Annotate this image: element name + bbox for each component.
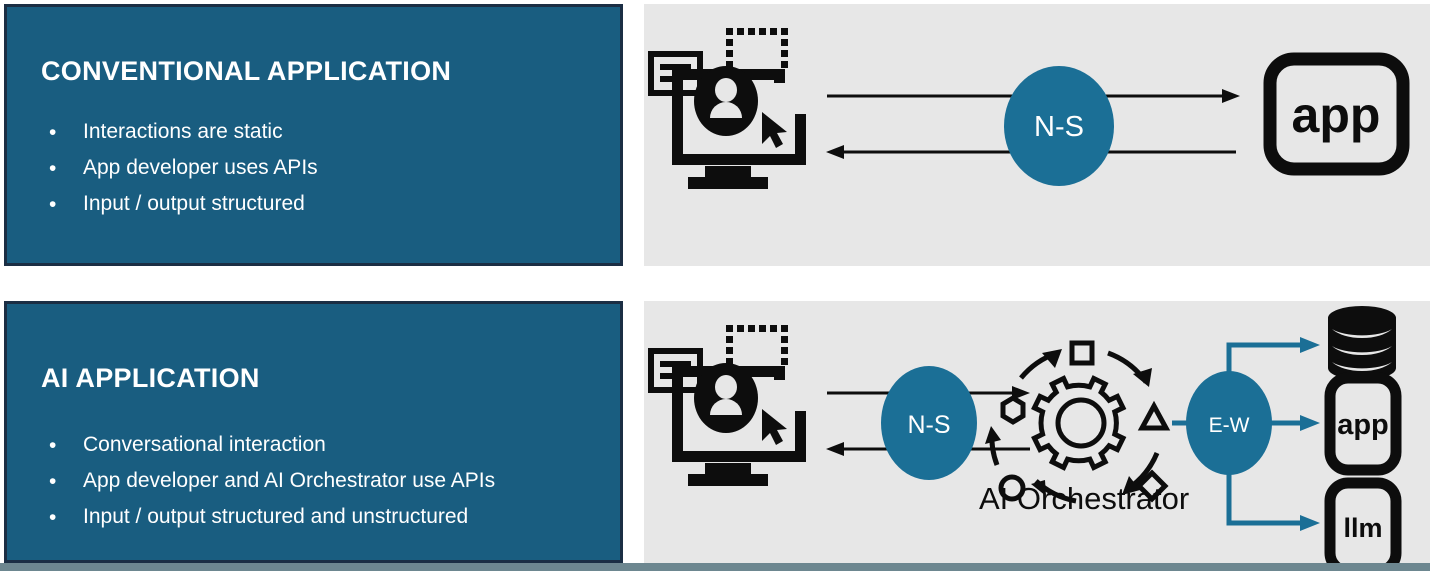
- bullet-glyph: •: [49, 121, 57, 145]
- content-card: [648, 51, 703, 96]
- hub-north-south: N-S: [881, 366, 977, 480]
- cursor-icon: [762, 409, 787, 445]
- response-arrowhead: [826, 442, 844, 456]
- user-monitor-icon: [648, 325, 806, 486]
- list-item: • Conversational interaction: [41, 434, 586, 470]
- avatar: [694, 363, 758, 433]
- page-title: CONVENTIONAL APPLICATION: [41, 56, 452, 86]
- orbit-circle: [998, 474, 1026, 502]
- app-tile-label: app: [1292, 87, 1381, 143]
- bullet-glyph: •: [49, 193, 57, 217]
- orbit-diamond: [1135, 469, 1169, 503]
- hub-label: N-S: [1034, 111, 1084, 143]
- list-item-label: App developer uses APIs: [83, 156, 318, 180]
- gear-cycle-icon: [985, 340, 1171, 504]
- list-item-label: Input / output structured and unstructur…: [83, 505, 469, 529]
- hub-east-west: E-W: [1186, 371, 1272, 475]
- list-item: • Interactions are static: [41, 121, 586, 157]
- conventional-diagram-panel: N-S app: [644, 4, 1430, 266]
- avatar: [694, 66, 758, 136]
- content-card: [648, 348, 703, 393]
- database-icon: [1328, 306, 1396, 380]
- ai-bullet-list: • Conversational interaction • App devel…: [41, 434, 586, 542]
- gear-icon: [1031, 375, 1127, 471]
- section-ai: AI APPLICATION • Conversational interact…: [0, 301, 1430, 563]
- bullet-glyph: •: [49, 470, 57, 494]
- request-arrowhead: [1222, 89, 1240, 103]
- request-arrowhead: [1012, 386, 1030, 400]
- app-tile-label: app: [1337, 409, 1389, 441]
- user-monitor-icon: [648, 28, 806, 189]
- list-item: • Input / output structured: [41, 193, 586, 229]
- list-item: • Input / output structured and unstruct…: [41, 506, 586, 542]
- orchestrator-label: AI Orchestrator: [979, 481, 1189, 516]
- list-item: • App developer uses APIs: [41, 157, 586, 193]
- hub-label: N-S: [907, 411, 950, 439]
- app-tile-icon: app: [1324, 372, 1402, 476]
- cycle-arrowheads: [985, 349, 1152, 496]
- conventional-text-panel: CONVENTIONAL APPLICATION • Interactions …: [4, 4, 623, 266]
- hub-label: E-W: [1209, 414, 1250, 437]
- ai-text-panel: AI APPLICATION • Conversational interact…: [4, 301, 623, 563]
- bullet-glyph: •: [49, 157, 57, 181]
- section-conventional: CONVENTIONAL APPLICATION • Interactions …: [0, 4, 1430, 266]
- cursor-icon: [762, 112, 787, 148]
- orbit-triangle: [1137, 400, 1171, 431]
- list-item-label: Input / output structured: [83, 192, 305, 216]
- app-tile-icon: app: [1263, 52, 1410, 176]
- page-title: AI APPLICATION: [41, 363, 260, 393]
- bottom-accent-strip: [0, 563, 1430, 571]
- ai-diagram-panel: N-S: [644, 301, 1430, 563]
- list-item-label: App developer and AI Orchestrator use AP…: [83, 469, 496, 493]
- llm-tile-label: llm: [1343, 513, 1382, 543]
- list-item-label: Conversational interaction: [83, 433, 326, 457]
- llm-tile-icon: llm: [1324, 477, 1402, 563]
- hub-north-south: N-S: [1004, 66, 1114, 186]
- branch-arrowheads: [1300, 337, 1320, 531]
- orbit-hexagon: [1000, 395, 1026, 425]
- bullet-glyph: •: [49, 434, 57, 458]
- response-arrowhead: [826, 145, 844, 159]
- list-item: • App developer and AI Orchestrator use …: [41, 470, 586, 506]
- conventional-bullet-list: • Interactions are static • App develope…: [41, 121, 586, 229]
- orbit-square: [1069, 340, 1095, 366]
- list-item-label: Interactions are static: [83, 120, 283, 144]
- bullet-glyph: •: [49, 506, 57, 530]
